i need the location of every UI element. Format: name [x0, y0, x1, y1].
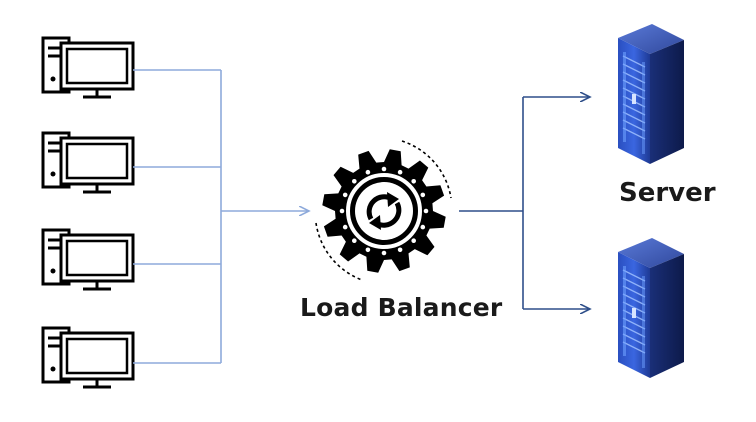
motion-arc — [401, 140, 452, 199]
motion-arc — [315, 222, 363, 281]
refresh-arrowhead — [387, 192, 399, 207]
gear-bolt — [397, 247, 403, 253]
gear-bolt — [411, 179, 417, 184]
gear-center — [355, 182, 413, 240]
gear-bolt — [381, 250, 387, 256]
desktop-computer-icon — [41, 131, 135, 194]
gear-bolt — [352, 179, 357, 184]
refresh-arrowhead — [369, 215, 381, 230]
gear-bolt — [352, 238, 357, 243]
gear-bolt — [420, 224, 426, 230]
gear-bolt — [423, 208, 429, 214]
gear-ring — [346, 173, 422, 249]
gear-bolt — [397, 169, 403, 175]
gear-bolt — [420, 192, 426, 198]
client-connectors — [133, 69, 309, 364]
gear-refresh-icon — [315, 140, 452, 281]
desktop-computer-icon — [41, 36, 135, 99]
gear-bolt — [411, 238, 417, 243]
gear-bolt — [339, 208, 345, 214]
gear-bolt — [365, 247, 371, 253]
gear-bolt — [342, 192, 348, 198]
gear-bolt — [342, 224, 348, 230]
load-balancer-label: Load Balancer — [300, 293, 503, 322]
gear-bolt — [365, 169, 371, 175]
server-connectors — [459, 97, 590, 309]
desktop-computer-icon — [41, 228, 135, 291]
gear-bolt — [381, 166, 387, 172]
server-rack-icon — [617, 237, 685, 379]
desktop-computer-icon — [41, 326, 135, 389]
server-label: Server — [619, 178, 716, 208]
server-rack-icon — [617, 23, 685, 165]
